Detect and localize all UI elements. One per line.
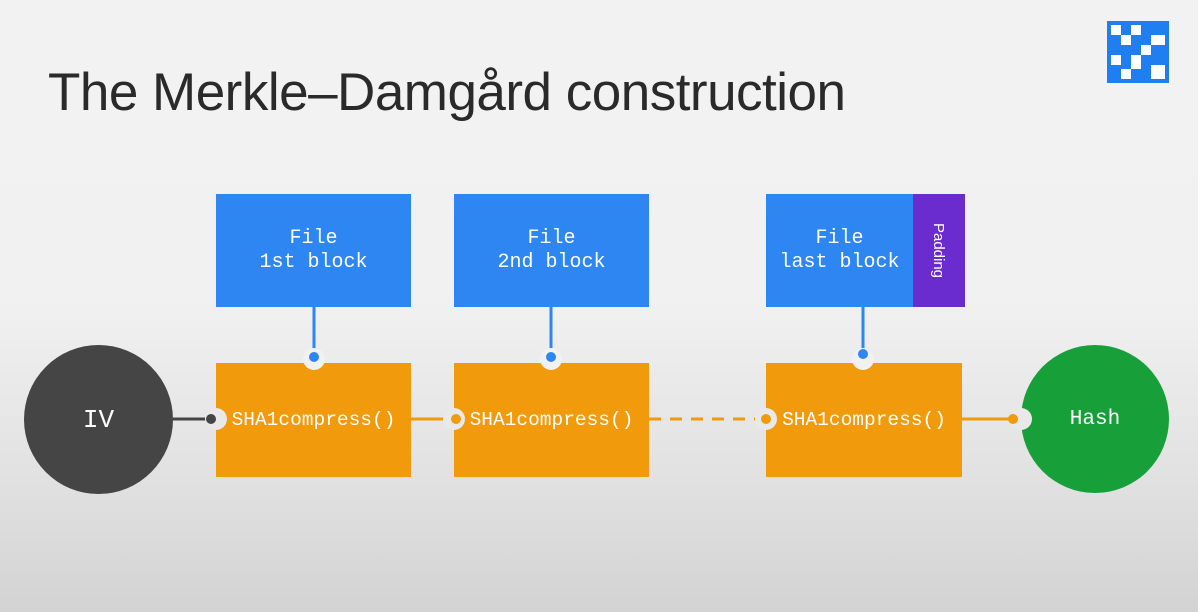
block-last-input-dot: [858, 349, 868, 359]
file-block-1: File 1st block: [216, 194, 411, 307]
hash-circle: Hash: [1021, 345, 1169, 493]
block-1-input-dot: [309, 352, 319, 362]
file-block-2-line1: File: [527, 226, 576, 250]
sha1compress-label-last: SHA1compress(): [782, 409, 946, 431]
sha1compress-box-1: SHA1compress(): [216, 363, 411, 477]
sha1compress-box-last: SHA1compress(): [766, 363, 962, 477]
sha1compress-label-2: SHA1compress(): [469, 409, 634, 431]
compress-1-left-dot: [206, 414, 216, 424]
file-block-last-line2: last block: [779, 250, 900, 274]
checkered-logo-icon: [1107, 21, 1169, 83]
file-block-2: File 2nd block: [454, 194, 649, 307]
hash-left-notch: [1010, 408, 1032, 430]
sha1compress-box-2: SHA1compress(): [454, 363, 649, 477]
file-block-2-line2: 2nd block: [497, 250, 606, 274]
file-block-last-line1: File: [815, 226, 864, 250]
iv-label: IV: [82, 404, 115, 435]
compress-last-left-dot: [761, 414, 771, 424]
block-2-input-dot: [546, 352, 556, 362]
file-block-1-line1: File: [289, 226, 338, 250]
slide-title: The Merkle–Damgård construction: [48, 63, 846, 122]
hash-label: Hash: [1069, 407, 1121, 431]
padding-block: Padding: [913, 194, 965, 307]
file-block-last: File last block: [766, 194, 913, 307]
sha1compress-label-1: SHA1compress(): [231, 409, 396, 431]
iv-circle: IV: [24, 345, 173, 494]
compress-2-left-dot: [451, 414, 461, 424]
hash-left-dot: [1008, 414, 1018, 424]
file-block-1-line2: 1st block: [259, 250, 368, 274]
